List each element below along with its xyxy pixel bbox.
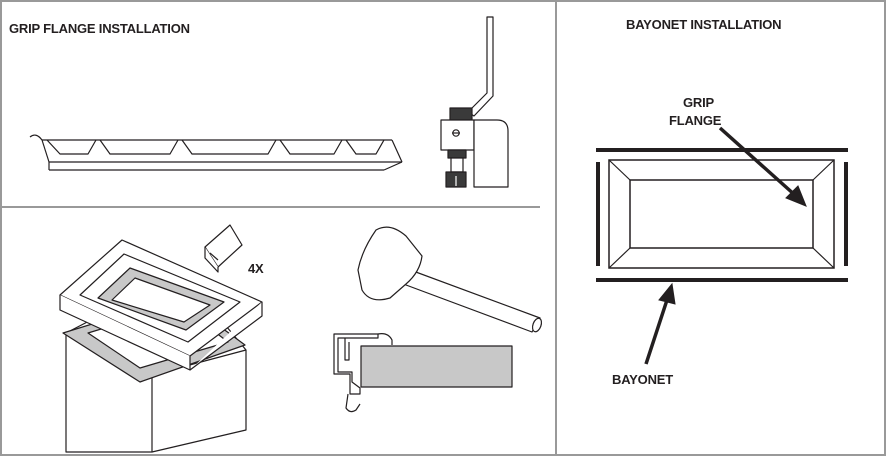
grip-flange-label-line1: GRIP <box>683 95 714 110</box>
grip-flange-strip-illustration <box>29 134 403 171</box>
bayonet-arrow-icon <box>644 282 676 365</box>
grip-flange-installation-title: GRIP FLANGE INSTALLATION <box>9 21 190 36</box>
bayonet-frame-illustration <box>596 148 848 282</box>
mallet-illustration <box>357 226 543 333</box>
bayonet-profile-section-illustration <box>333 333 513 413</box>
flange-frame-assembly-illustration <box>59 224 263 453</box>
quantity-label: 4X <box>248 261 264 276</box>
crimp-tool-illustration <box>440 16 509 188</box>
bayonet-installation-title: BAYONET INSTALLATION <box>626 17 782 32</box>
bayonet-label: BAYONET <box>612 372 673 387</box>
grip-flange-arrow-icon <box>718 126 807 207</box>
grip-flange-label-line2: FLANGE <box>669 113 722 128</box>
